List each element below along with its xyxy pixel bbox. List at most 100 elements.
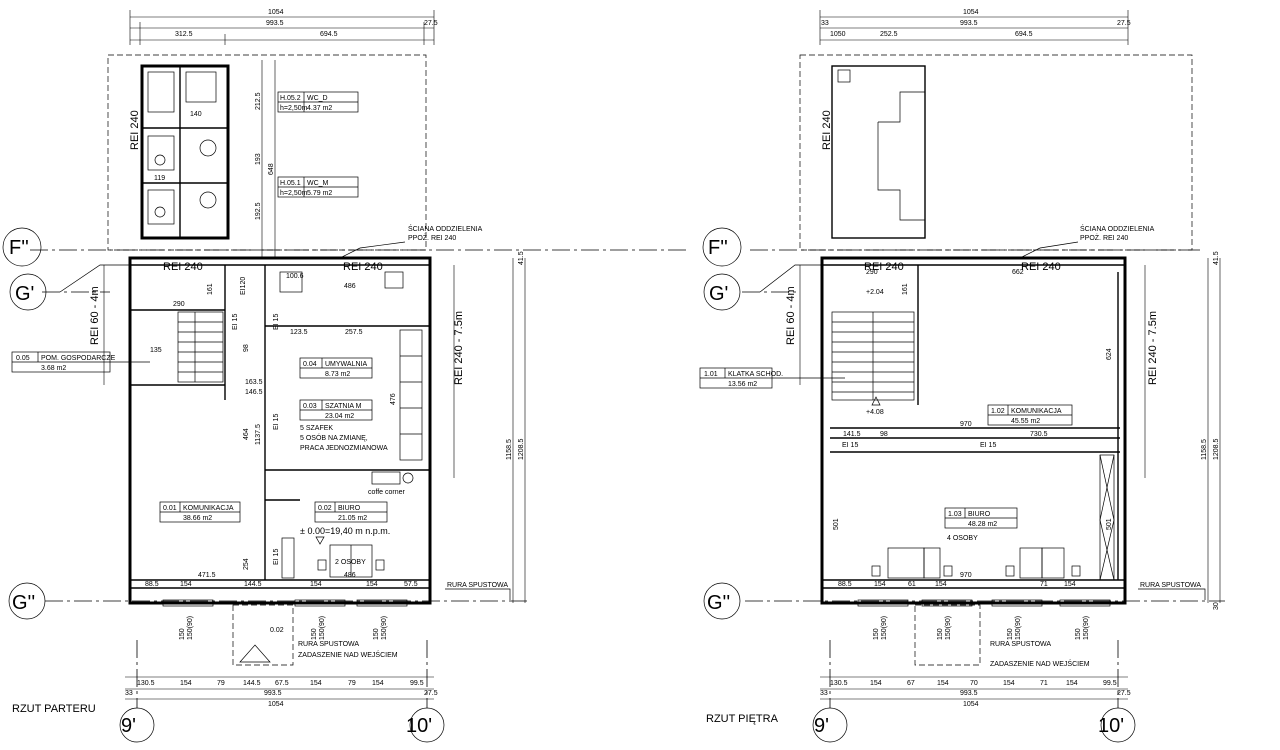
svg-text:154: 154 xyxy=(310,680,322,687)
svg-text:252.5: 252.5 xyxy=(880,31,898,38)
svg-text:694.5: 694.5 xyxy=(1015,31,1033,38)
svg-text:154: 154 xyxy=(1003,680,1015,687)
svg-text:1137.5: 1137.5 xyxy=(255,424,262,445)
svg-text:UMYWALNIA: UMYWALNIA xyxy=(325,361,367,368)
svg-text:+4.08: +4.08 xyxy=(866,409,884,416)
sink-fixture xyxy=(279,271,303,293)
svg-text:730.5: 730.5 xyxy=(1030,431,1048,438)
svg-text:161: 161 xyxy=(902,283,909,295)
svg-text:23.04 m2: 23.04 m2 xyxy=(325,413,354,420)
svg-text:150(90): 150(90) xyxy=(381,616,388,640)
svg-text:150: 150 xyxy=(1007,628,1014,640)
svg-text:1054: 1054 xyxy=(963,701,979,708)
svg-text:33: 33 xyxy=(125,690,133,697)
svg-text:h=2,50m: h=2,50m xyxy=(280,105,308,112)
svg-text:EI 15: EI 15 xyxy=(980,442,996,449)
svg-text:33: 33 xyxy=(820,690,828,697)
svg-text:648: 648 xyxy=(268,163,275,175)
svg-text:POM. GOSPODARCZE: POM. GOSPODARCZE xyxy=(41,355,116,362)
svg-text:27.5: 27.5 xyxy=(424,690,438,697)
svg-text:70: 70 xyxy=(970,680,978,687)
svg-text:154: 154 xyxy=(1066,680,1078,687)
entry-canopy xyxy=(232,604,294,666)
svg-text:27.5: 27.5 xyxy=(1117,690,1131,697)
svg-text:0.05: 0.05 xyxy=(16,355,30,362)
rei-top-label-2: REI 240 xyxy=(343,261,383,273)
svg-text:150(90): 150(90) xyxy=(1083,616,1090,640)
svg-text:154: 154 xyxy=(874,581,886,588)
room-label-0-05: 0.05 POM. GOSPODARCZE 3.68 m2 xyxy=(11,351,150,373)
svg-text:79: 79 xyxy=(217,680,225,687)
svg-text:ŚCIANA ODDZIELENIA: ŚCIANA ODDZIELENIA xyxy=(1080,224,1155,233)
svg-text:1.01: 1.01 xyxy=(704,371,718,378)
svg-text:1208.5: 1208.5 xyxy=(1213,438,1220,460)
svg-text:G': G' xyxy=(709,283,728,305)
room-label-1-02: 1.02 KOMUNIKACJA 45.55 m2 xyxy=(987,404,1073,426)
svg-text:150(90): 150(90) xyxy=(187,616,194,640)
ei120-label: EI120 xyxy=(240,277,247,295)
room-label-0-03: 0.03 SZATNIA M 23.04 m2 5 SZAFEK 5 OSÓB … xyxy=(299,399,388,452)
svg-text:1050: 1050 xyxy=(830,31,846,38)
svg-text:45.55 m2: 45.55 m2 xyxy=(1011,418,1040,425)
svg-text:33: 33 xyxy=(821,20,829,27)
svg-text:98: 98 xyxy=(880,431,888,438)
svg-text:0.03: 0.03 xyxy=(303,403,317,410)
svg-text:150(90): 150(90) xyxy=(319,616,326,640)
svg-text:154: 154 xyxy=(372,680,384,687)
svg-text:130.5: 130.5 xyxy=(137,680,155,687)
svg-text:476: 476 xyxy=(390,393,397,405)
svg-text:PPOŻ. REI 240: PPOŻ. REI 240 xyxy=(1080,233,1128,242)
svg-text:5.79 m2: 5.79 m2 xyxy=(307,190,332,197)
ei15-label-a: EI 15 xyxy=(232,314,239,330)
svg-text:REI 240 - 7.5m: REI 240 - 7.5m xyxy=(1147,311,1159,385)
svg-text:13.56 m2: 13.56 m2 xyxy=(728,381,757,388)
ground-building-walls xyxy=(128,256,432,605)
svg-text:146.5: 146.5 xyxy=(245,389,263,396)
svg-text:212.5: 212.5 xyxy=(255,92,262,110)
dim-right-3: 41.5 xyxy=(518,251,525,265)
svg-text:4.37 m2: 4.37 m2 xyxy=(307,105,332,112)
ground-stairs xyxy=(177,311,224,383)
svg-text:0.02: 0.02 xyxy=(318,505,332,512)
svg-text:150: 150 xyxy=(873,628,880,640)
ei15-label-d: EI 15 xyxy=(273,549,280,565)
svg-text:501: 501 xyxy=(1106,518,1113,530)
svg-text:144.5: 144.5 xyxy=(243,680,261,687)
svg-text:8.73 m2: 8.73 m2 xyxy=(325,371,350,378)
svg-text:61: 61 xyxy=(908,581,916,588)
ei15-label-b: EI 15 xyxy=(273,314,280,330)
room-label-wc-d: H.05.2 WC_D h=2,50m 4.37 m2 xyxy=(277,91,359,113)
svg-text:57.5: 57.5 xyxy=(404,581,418,588)
bottom-dimensions: 130.5 154 79 144.5 67.5 154 79 154 99.5 … xyxy=(125,676,438,708)
svg-text:154: 154 xyxy=(935,581,947,588)
dim-b-top: 27.5 xyxy=(424,20,438,27)
axis-10: 10' xyxy=(406,715,432,737)
svg-text:150: 150 xyxy=(937,628,944,640)
room-label-wc-m: H.05.1 WC_M h=2,50m 5.79 m2 xyxy=(277,176,359,198)
upper-stairs: +2.04 +4.08 xyxy=(831,289,915,416)
svg-text:150(90): 150(90) xyxy=(945,616,952,640)
svg-text:PRACA JEDNOZMIANOWA: PRACA JEDNOZMIANOWA xyxy=(300,445,388,452)
svg-text:150: 150 xyxy=(1075,628,1082,640)
lockers xyxy=(399,329,423,461)
upper-desks xyxy=(871,454,1115,581)
svg-text:REI 240: REI 240 xyxy=(821,110,833,150)
svg-text:970: 970 xyxy=(960,421,972,428)
svg-text:KLATKA SCHOD.: KLATKA SCHOD. xyxy=(728,371,783,378)
svg-text:135: 135 xyxy=(150,347,162,354)
svg-text:486: 486 xyxy=(344,283,356,290)
window-row-dims: 88.5 154 471.5 144.5 154 154 57.5 xyxy=(145,572,418,588)
wall-note-2: PPOŻ. REI 240 xyxy=(408,233,456,242)
rura-label-2: RURA SPUSTOWA xyxy=(298,641,359,648)
svg-text:27.5: 27.5 xyxy=(1117,20,1131,27)
svg-text:4 OSOBY: 4 OSOBY xyxy=(947,535,978,542)
svg-text:88.5: 88.5 xyxy=(145,581,159,588)
rura-label: RURA SPUSTOWA xyxy=(447,582,508,589)
svg-text:71: 71 xyxy=(1040,680,1048,687)
svg-text:21.05 m2: 21.05 m2 xyxy=(338,515,367,522)
upper-window-row: 88.5 154 61 154 71 154 150 150(90) 150 1… xyxy=(838,581,1111,640)
rei-top-label: REI 240 xyxy=(163,261,203,273)
rei-side-label: REI 240 xyxy=(129,110,141,150)
svg-text:1158.5: 1158.5 xyxy=(1201,439,1208,460)
svg-text:KOMUNIKACJA: KOMUNIKACJA xyxy=(1011,408,1062,415)
